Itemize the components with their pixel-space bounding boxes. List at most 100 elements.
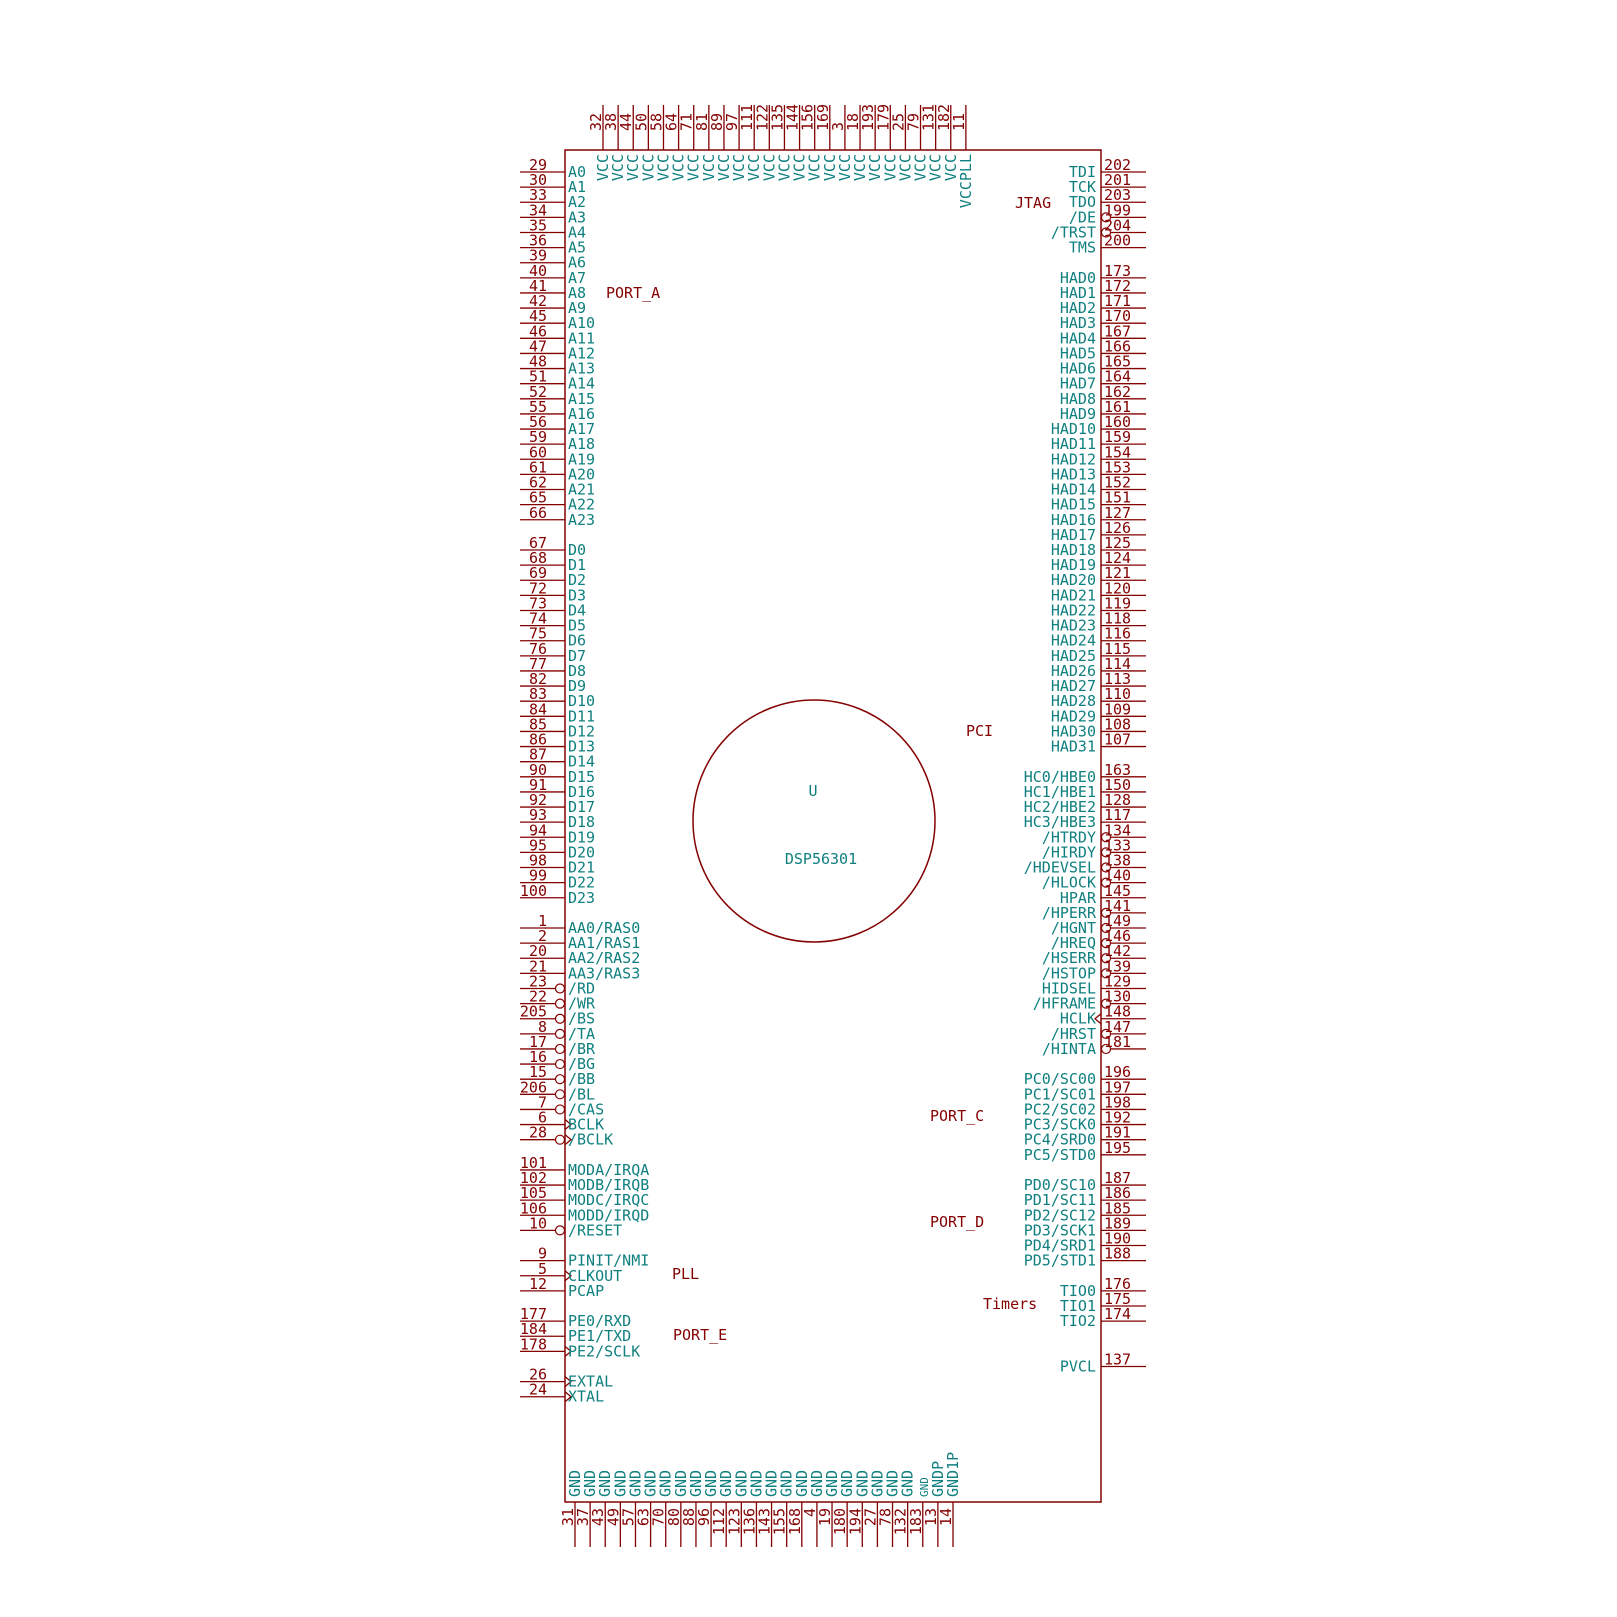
pin-name: /BCLK: [568, 1131, 613, 1149]
pin-name: VCC: [942, 154, 960, 181]
pin-number: 10: [529, 1214, 547, 1232]
pin-number: 36: [529, 232, 547, 250]
pin-number: 186: [1104, 1184, 1131, 1202]
pin-number: 180: [831, 1508, 849, 1535]
pin-number: 55: [529, 398, 547, 416]
pin-name: D21: [568, 859, 595, 877]
pin-number: 178: [520, 1335, 547, 1353]
pin-number: 43: [589, 1508, 607, 1526]
pin-number: 75: [529, 625, 547, 643]
pin-number: 8: [538, 1018, 547, 1036]
inversion-bubble: [554, 1043, 566, 1055]
pin-number: 122: [753, 104, 771, 131]
pin-number: 9: [538, 1245, 547, 1263]
pin-number: 132: [892, 1508, 910, 1535]
pin-name: VCC: [670, 154, 688, 181]
pin-number: 181: [1104, 1033, 1131, 1051]
pin-name: PINIT/NMI: [568, 1252, 649, 1270]
pin-name: VCC: [775, 154, 793, 181]
pin-name: HAD11: [1051, 435, 1096, 453]
pin-number: 201: [1104, 171, 1131, 189]
pin-number: 146: [1104, 927, 1131, 945]
pin-number: 67: [529, 534, 547, 552]
pin-number: 81: [693, 113, 711, 131]
pin-name: GND: [717, 1470, 735, 1497]
pin-number: 114: [1104, 655, 1131, 673]
pin-name: HAD29: [1051, 707, 1096, 725]
pin-number: 1: [538, 912, 547, 930]
inversion-bubble: [1100, 968, 1112, 979]
group-label-pci: PCI: [966, 722, 993, 740]
pin-name: HAD2: [1060, 299, 1096, 317]
pin-number: 82: [529, 670, 547, 688]
pin-number: 197: [1104, 1078, 1131, 1096]
pin-number: 90: [529, 761, 547, 779]
pin-number: 162: [1104, 383, 1131, 401]
pin-number: 140: [1104, 867, 1131, 885]
group-label-port-a: PORT_A: [606, 284, 660, 302]
pin-name: VCC: [896, 154, 914, 181]
inversion-bubble: [554, 1089, 566, 1100]
pin-number: 87: [529, 746, 547, 764]
pin-number: 145: [1104, 882, 1131, 900]
pin-name: GND: [702, 1470, 720, 1497]
pin-number: 41: [529, 277, 547, 295]
pin-name: VCC: [609, 154, 627, 181]
group-label-port-e: PORT_E: [673, 1326, 727, 1344]
group-label-port-d: PORT_D: [930, 1213, 984, 1231]
pin-number: 58: [647, 113, 665, 131]
pin-name: /HREQ: [1051, 934, 1096, 952]
pin-number: 60: [529, 443, 547, 461]
pin-number: 105: [520, 1184, 547, 1202]
pin-name: HAD3: [1060, 314, 1096, 332]
pin-name: D6: [568, 632, 586, 650]
pin-name: PD5/STD1: [1024, 1252, 1096, 1270]
pin-number: 168: [786, 1508, 804, 1535]
pin-name: D4: [568, 601, 586, 619]
pin-number: 196: [1104, 1063, 1131, 1081]
pin-number: 102: [520, 1169, 547, 1187]
pin-name: VCC: [654, 154, 672, 181]
inversion-bubble: [1100, 907, 1112, 918]
pin-name: /HTRDY: [1042, 828, 1096, 846]
pin-name: D1: [568, 556, 586, 574]
pin-name: TDO: [1069, 193, 1096, 211]
pin-name: A4: [568, 223, 586, 241]
pin-name: HAD17: [1051, 526, 1096, 544]
pin-name: D23: [568, 889, 595, 907]
pin-name: AA2/RAS2: [568, 949, 640, 967]
pin-number: 96: [695, 1508, 713, 1526]
pin-name: VCC: [912, 154, 930, 181]
pin-name: D19: [568, 828, 595, 846]
pin-name: A5: [568, 239, 586, 257]
